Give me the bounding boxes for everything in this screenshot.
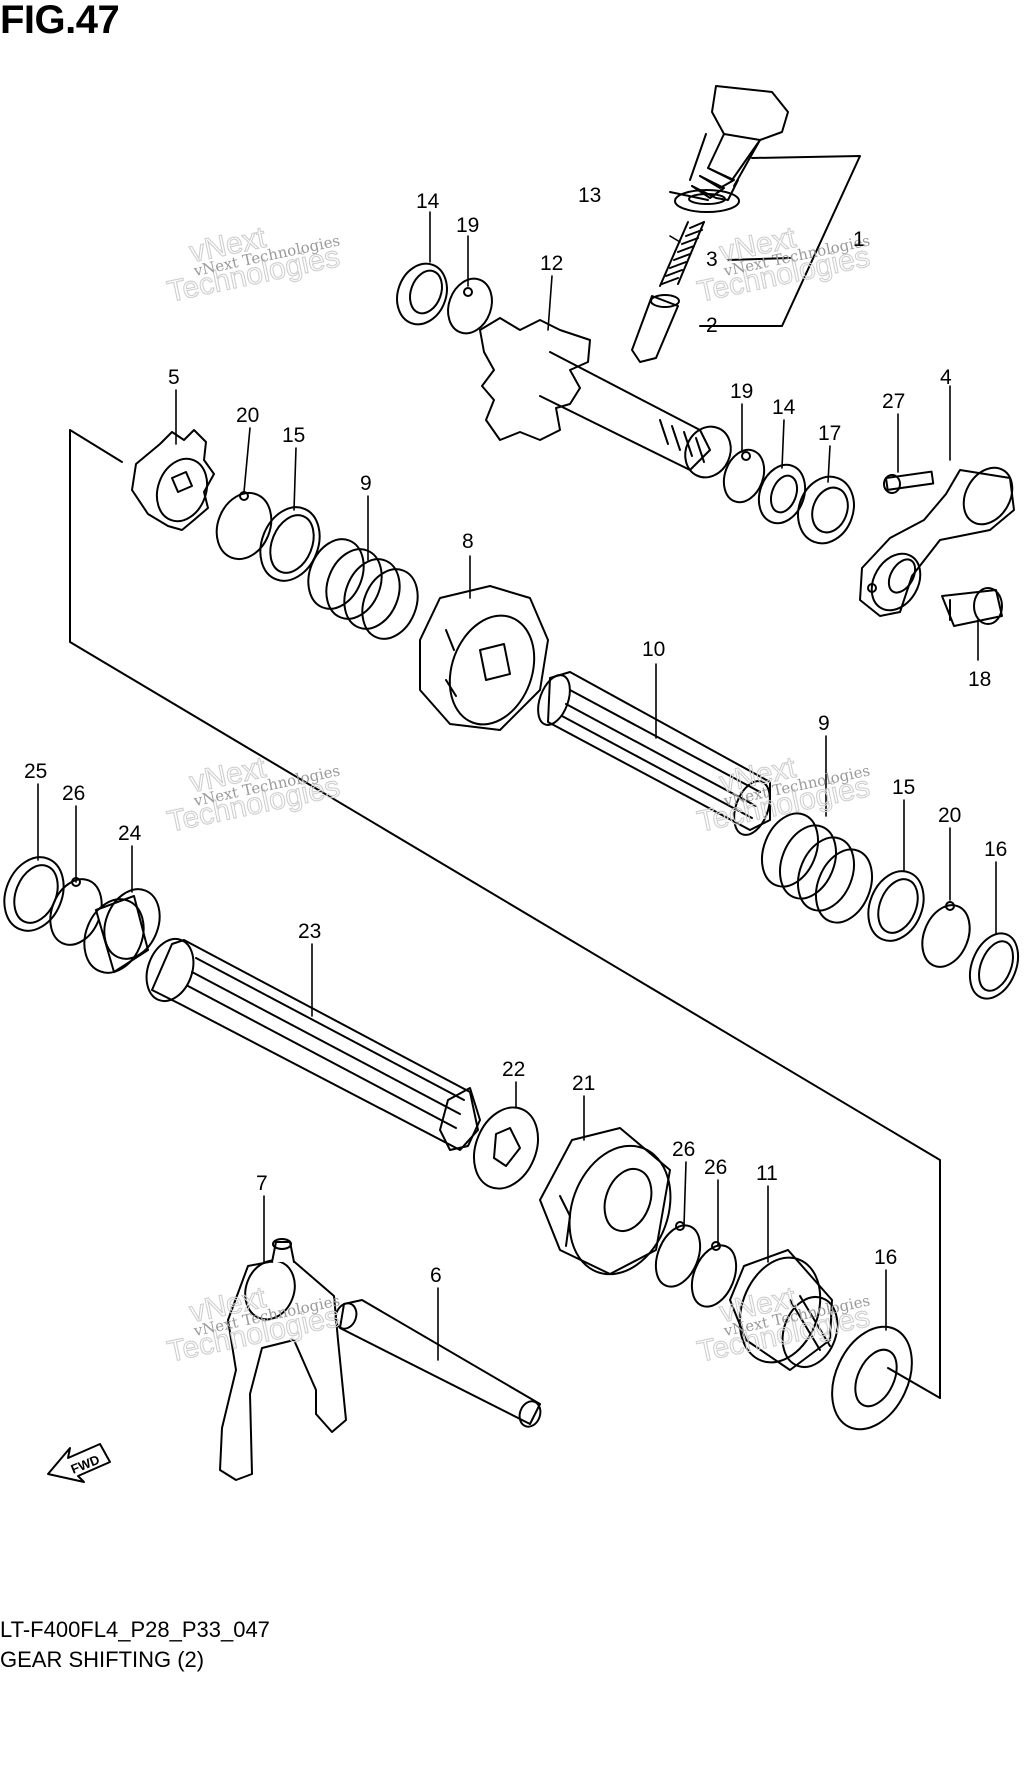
part-clip-19-top — [447, 277, 493, 335]
callout-7: 7 — [256, 1172, 268, 1195]
figure-title: FIG.47 — [0, 0, 120, 42]
part-cam-drum-23 — [145, 938, 481, 1151]
section-name-caption: GEAR SHIFTING (2) — [0, 1647, 205, 1672]
part-spring-3 — [659, 221, 705, 287]
part-guide-shaft-10 — [537, 671, 771, 836]
part-clip-19-right — [722, 448, 766, 504]
callout-27: 27 — [882, 390, 905, 413]
part-ring-14-right — [757, 463, 807, 525]
callout-4: 4 — [940, 366, 952, 389]
part-ring-14-top — [396, 262, 448, 326]
callout-6: 6 — [430, 1264, 442, 1287]
callout-18: 18 — [968, 668, 991, 691]
part-ring-15-left — [259, 506, 321, 582]
callout-26a: 26 — [62, 782, 85, 805]
bracket-part-1 — [699, 155, 861, 327]
part-ring-25 — [3, 856, 65, 932]
part-bolt-1 — [689, 85, 789, 201]
part-ring-15-right — [867, 870, 925, 942]
callout-24: 24 — [118, 822, 142, 845]
watermark-top-left: vNext Technologies vNext Technologies — [164, 220, 343, 309]
callout-26b: 26 — [672, 1138, 695, 1161]
part-gear-5 — [131, 429, 215, 531]
callout-14a: 14 — [416, 190, 440, 213]
callout-5: 5 — [168, 366, 180, 389]
part-ring-16-bottom — [831, 1325, 913, 1431]
callout-26c: 26 — [704, 1156, 727, 1179]
part-cam-21 — [539, 1127, 672, 1276]
bracket-line-end — [887, 1367, 941, 1399]
part-plate-22 — [473, 1106, 539, 1190]
part-ring-16-right — [968, 932, 1020, 1000]
callout-16b: 16 — [874, 1246, 897, 1269]
part-shift-shaft-6 — [334, 1299, 542, 1428]
part-spring-9-right — [761, 812, 873, 924]
callout-12: 12 — [540, 252, 563, 275]
callout-15a: 15 — [282, 424, 305, 447]
bracket-line-main — [69, 429, 941, 1399]
part-shift-arm-4 — [859, 466, 1015, 617]
callout-23: 23 — [298, 920, 321, 943]
leader-13 — [669, 191, 709, 201]
callout-20b: 20 — [938, 804, 961, 827]
part-clip-20-right — [921, 901, 971, 968]
callout-1: 1 — [853, 228, 865, 251]
callout-15b: 15 — [892, 776, 915, 799]
part-clip-26-right — [690, 1241, 738, 1308]
callout-3: 3 — [706, 248, 718, 271]
callout-14b: 14 — [772, 396, 796, 419]
callout-11: 11 — [756, 1162, 778, 1185]
callout-2: 2 — [706, 314, 718, 337]
part-bearing-24 — [83, 888, 161, 974]
part-bearing-11 — [729, 1249, 839, 1371]
callout-10: 10 — [642, 638, 665, 661]
callout-17: 17 — [818, 422, 841, 445]
callout-25: 25 — [24, 760, 47, 783]
model-code-caption: LT-F400FL4_P28_P33_047 — [0, 1617, 270, 1642]
callout-16a: 16 — [984, 838, 1007, 861]
part-stopper-8 — [419, 585, 549, 731]
part-bolt-18 — [941, 587, 1003, 627]
callout-20a: 20 — [236, 404, 259, 427]
callout-19a: 19 — [456, 214, 479, 237]
callout-21: 21 — [572, 1072, 595, 1095]
part-shift-fork-7 — [219, 1238, 347, 1481]
watermark-middle-left: vNext Technologies vNext Technologies — [164, 750, 343, 839]
callout-labels: 1 2 3 4 5 6 7 8 9 9 10 11 12 13 14 14 15… — [24, 184, 1007, 1287]
part-seal-17 — [797, 475, 855, 545]
callout-9b: 9 — [818, 712, 830, 735]
callout-22: 22 — [502, 1058, 525, 1081]
callout-9a: 9 — [360, 472, 372, 495]
part-bolt-27 — [883, 470, 935, 494]
callout-19b: 19 — [730, 380, 753, 403]
callout-8: 8 — [462, 530, 474, 553]
part-pin-2 — [631, 294, 680, 363]
fwd-arrow-icon — [47, 1443, 111, 1483]
part-shift-shaft-12 — [479, 317, 732, 479]
part-washer-13 — [674, 189, 740, 213]
callout-13: 13 — [578, 184, 601, 207]
